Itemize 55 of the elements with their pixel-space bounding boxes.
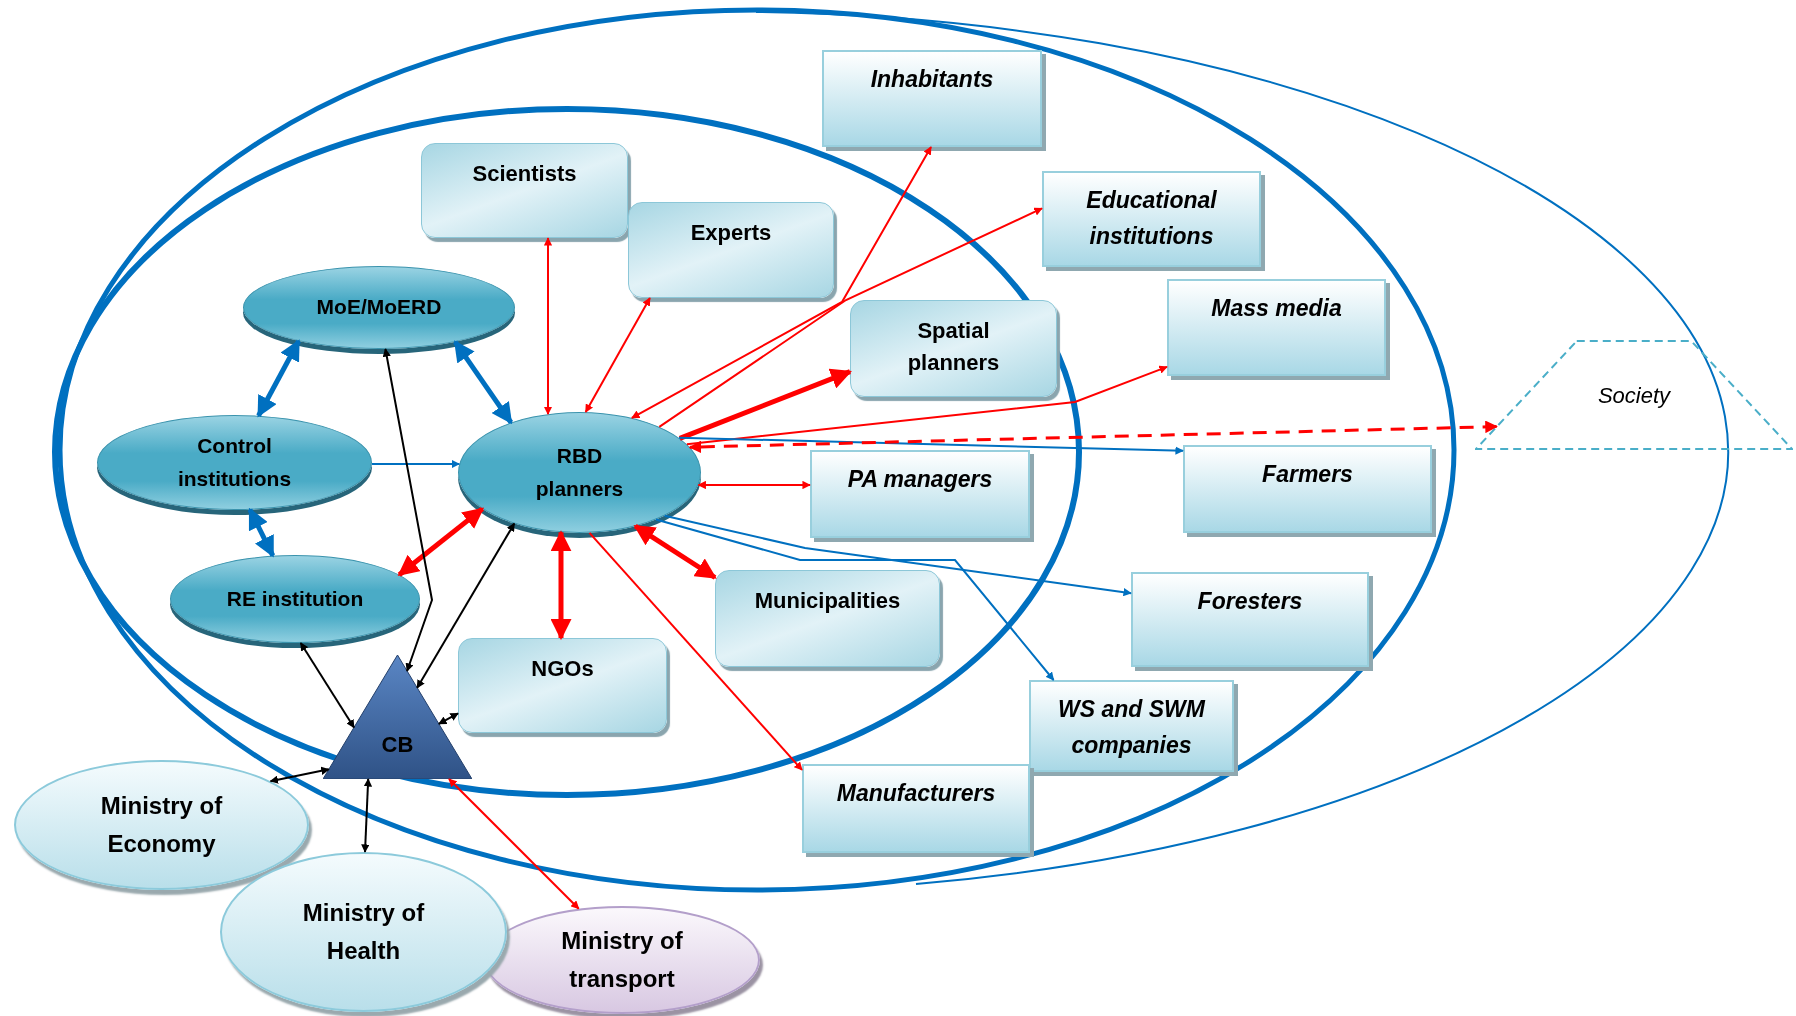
arrow: [448, 778, 580, 910]
arrow: [361, 778, 373, 853]
node-label: Experts: [690, 219, 772, 247]
arrow: [453, 340, 514, 425]
arrow: [256, 339, 301, 418]
arrow: [584, 297, 651, 414]
arrow: [697, 480, 811, 490]
node-label: Farmers: [1262, 460, 1353, 489]
arrow: [678, 368, 852, 441]
node-label: CB: [381, 731, 414, 759]
rounded-box: [850, 300, 1057, 397]
arrow: [658, 207, 1043, 428]
arrow: [416, 522, 516, 689]
arrow: [299, 642, 355, 729]
arrow: [655, 518, 1055, 681]
arrow: [630, 146, 932, 419]
arrow: [382, 348, 434, 672]
rounded-box: [421, 143, 628, 238]
node-label: WS and SWM companies: [1057, 695, 1207, 760]
node-label: Ministry of transport: [560, 926, 684, 995]
arrow: [269, 766, 330, 784]
arrow: [688, 420, 1498, 454]
node-label: Manufacturers: [836, 779, 996, 808]
arrow: [550, 530, 572, 641]
arrow: [588, 531, 803, 771]
node-label: Mass media: [1211, 294, 1342, 323]
arrow: [678, 436, 1184, 455]
arrow: [247, 507, 276, 558]
node-label: RE institution: [226, 585, 364, 612]
arrow: [370, 459, 461, 469]
trapezoid-node: [1475, 340, 1793, 450]
arrow: [543, 237, 553, 416]
node-label: Ministry of Economy: [99, 790, 224, 859]
node-label: Spatial planners: [906, 317, 1001, 377]
node-label: RBD planners: [534, 442, 625, 502]
node-label: Inhabitants: [870, 65, 994, 94]
node-label: Educational institutions: [1085, 186, 1218, 251]
rounded-box: [715, 570, 940, 667]
triangle-node: [323, 655, 472, 779]
node-label: Scientists: [472, 160, 577, 188]
node-label: Ministry of Health: [301, 897, 426, 966]
node-label: MoE/MoERD: [316, 294, 442, 321]
node-label: PA managers: [847, 465, 993, 494]
rounded-box: [458, 638, 667, 733]
node-label: Foresters: [1197, 587, 1303, 616]
arrow: [663, 514, 1132, 597]
arrow: [437, 712, 459, 725]
rounded-box: [628, 202, 834, 298]
node-label: NGOs: [531, 655, 594, 683]
node-label: Municipalities: [754, 587, 901, 615]
arrow: [685, 365, 1168, 446]
node-label: Control institutions: [176, 432, 293, 492]
arrow: [397, 506, 485, 577]
arrow: [633, 524, 717, 580]
node-label: Society: [1597, 381, 1671, 410]
